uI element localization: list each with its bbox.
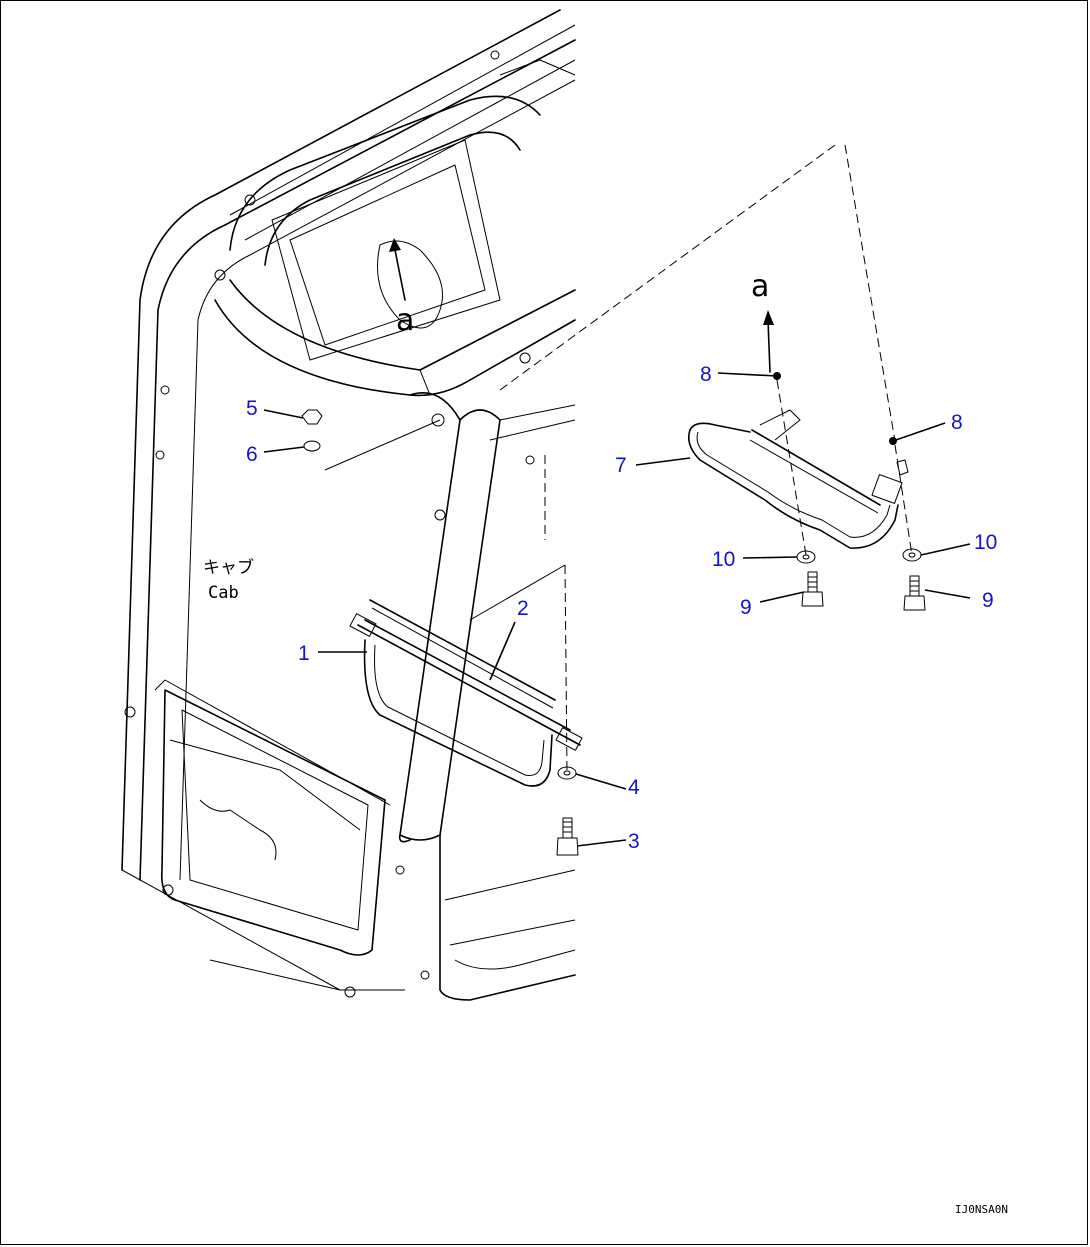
callout-7: 7 <box>615 454 627 477</box>
callout-5: 5 <box>246 397 258 420</box>
callout-10-left: 10 <box>712 548 735 571</box>
leader-lines <box>263 372 971 847</box>
washer-10-right <box>902 548 922 562</box>
view-arrow-main <box>389 238 406 301</box>
bolt-9-left <box>801 571 824 607</box>
bolt-9-right <box>903 575 926 611</box>
cab-frame <box>121 9 576 1001</box>
callout-3: 3 <box>628 830 640 853</box>
callout-4: 4 <box>628 776 640 799</box>
view-arrow-detail <box>763 310 774 373</box>
washer-6 <box>303 440 321 452</box>
cab-label-jp: キャブ <box>203 557 254 578</box>
callout-9-right: 9 <box>982 589 994 612</box>
callout-9-left: 9 <box>740 596 752 619</box>
callout-6: 6 <box>246 443 258 466</box>
view-letter-main: a <box>396 303 414 338</box>
sun-visor-detail <box>687 409 909 549</box>
callout-1: 1 <box>298 642 310 665</box>
sun-visor-main <box>349 599 583 787</box>
drawing-code: IJ0NSA0N <box>955 1203 1008 1216</box>
cab-label-en: Cab <box>208 583 239 603</box>
nut-5 <box>301 409 323 425</box>
bolt-3 <box>556 817 579 856</box>
view-letter-detail: a <box>751 269 769 304</box>
callout-10-right: 10 <box>974 531 997 554</box>
assembly-lines <box>324 144 913 774</box>
callout-8-left: 8 <box>700 363 712 386</box>
callout-8-right: 8 <box>951 411 963 434</box>
callout-2: 2 <box>517 597 529 620</box>
